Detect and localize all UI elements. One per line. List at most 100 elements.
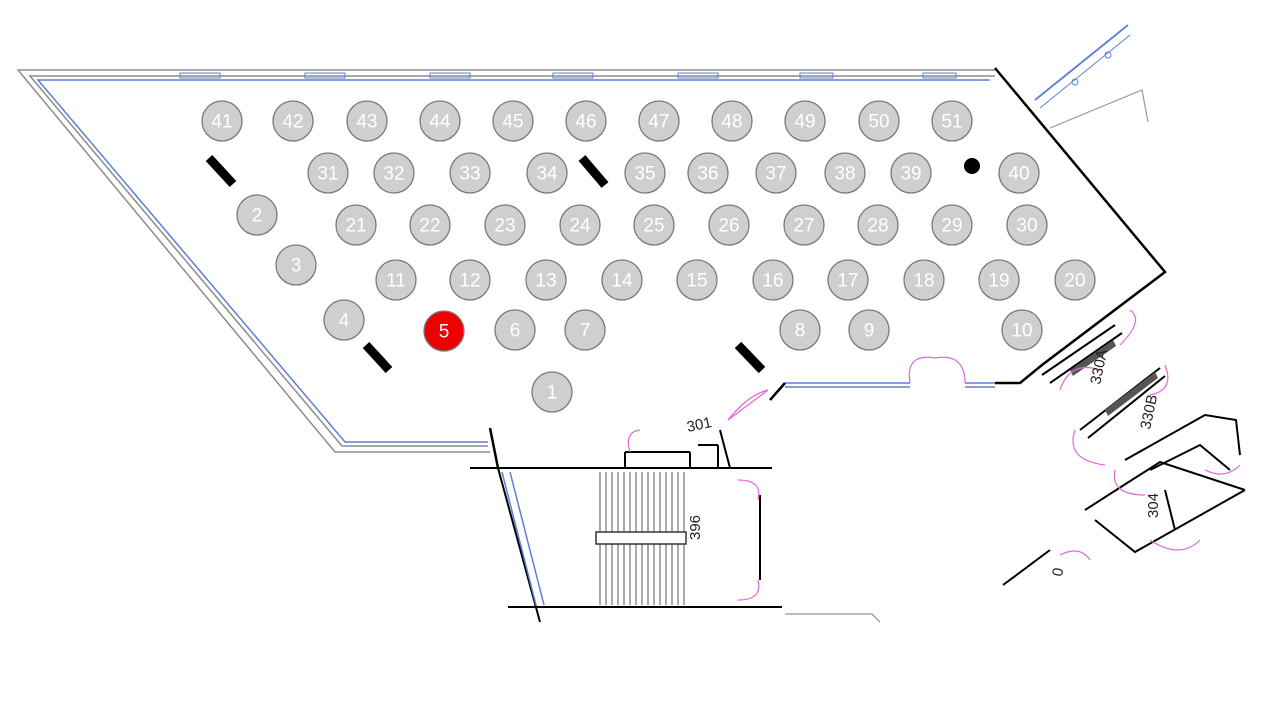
table-circle[interactable] <box>272 100 314 142</box>
table-circle[interactable] <box>494 309 536 351</box>
table-circle[interactable] <box>998 152 1040 194</box>
table-16[interactable]: 16 <box>752 259 794 301</box>
table-41[interactable]: 41 <box>201 100 243 142</box>
table-22[interactable]: 22 <box>409 204 451 246</box>
table-circle[interactable] <box>824 152 866 194</box>
table-1[interactable]: 1 <box>531 371 573 413</box>
table-33[interactable]: 33 <box>449 152 491 194</box>
table-39[interactable]: 39 <box>890 152 932 194</box>
table-circle[interactable] <box>624 152 666 194</box>
table-circle[interactable] <box>559 204 601 246</box>
table-20[interactable]: 20 <box>1054 259 1096 301</box>
table-3[interactable]: 3 <box>275 244 317 286</box>
table-circle[interactable] <box>409 204 451 246</box>
table-24[interactable]: 24 <box>559 204 601 246</box>
table-5-selected[interactable]: 5 <box>423 310 465 352</box>
table-circle[interactable] <box>346 100 388 142</box>
table-circle[interactable] <box>708 204 750 246</box>
table-circle[interactable] <box>201 100 243 142</box>
table-circle[interactable] <box>307 152 349 194</box>
table-14[interactable]: 14 <box>601 259 643 301</box>
table-28[interactable]: 28 <box>857 204 899 246</box>
table-38[interactable]: 38 <box>824 152 866 194</box>
table-11[interactable]: 11 <box>375 259 417 301</box>
table-circle[interactable] <box>419 100 461 142</box>
table-circle[interactable] <box>1001 309 1043 351</box>
table-circle[interactable] <box>565 100 607 142</box>
table-17[interactable]: 17 <box>827 259 869 301</box>
table-circle[interactable] <box>903 259 945 301</box>
table-37[interactable]: 37 <box>755 152 797 194</box>
table-circle[interactable] <box>236 194 278 236</box>
table-4[interactable]: 4 <box>323 299 365 341</box>
table-23[interactable]: 23 <box>484 204 526 246</box>
table-circle[interactable] <box>752 259 794 301</box>
table-44[interactable]: 44 <box>419 100 461 142</box>
table-45[interactable]: 45 <box>492 100 534 142</box>
table-circle[interactable] <box>676 259 718 301</box>
table-46[interactable]: 46 <box>565 100 607 142</box>
table-8[interactable]: 8 <box>779 309 821 351</box>
table-2[interactable]: 2 <box>236 194 278 236</box>
table-27[interactable]: 27 <box>783 204 825 246</box>
table-circle[interactable] <box>526 152 568 194</box>
table-10[interactable]: 10 <box>1001 309 1043 351</box>
table-circle[interactable] <box>848 309 890 351</box>
table-12[interactable]: 12 <box>449 259 491 301</box>
table-51[interactable]: 51 <box>931 100 973 142</box>
table-circle[interactable] <box>711 100 753 142</box>
table-35[interactable]: 35 <box>624 152 666 194</box>
table-circle[interactable] <box>373 152 415 194</box>
table-circle[interactable] <box>525 259 567 301</box>
table-circle[interactable] <box>323 299 365 341</box>
table-32[interactable]: 32 <box>373 152 415 194</box>
table-47[interactable]: 47 <box>638 100 680 142</box>
table-circle[interactable] <box>931 204 973 246</box>
table-21[interactable]: 21 <box>335 204 377 246</box>
table-18[interactable]: 18 <box>903 259 945 301</box>
table-circle[interactable] <box>755 152 797 194</box>
table-circle[interactable] <box>633 204 675 246</box>
table-7[interactable]: 7 <box>564 309 606 351</box>
table-circle[interactable] <box>857 204 899 246</box>
table-circle[interactable] <box>978 259 1020 301</box>
table-43[interactable]: 43 <box>346 100 388 142</box>
table-circle[interactable] <box>827 259 869 301</box>
table-9[interactable]: 9 <box>848 309 890 351</box>
table-15[interactable]: 15 <box>676 259 718 301</box>
table-circle[interactable] <box>531 371 573 413</box>
table-circle[interactable] <box>1054 259 1096 301</box>
table-circle[interactable] <box>784 100 826 142</box>
table-circle[interactable] <box>931 100 973 142</box>
table-circle[interactable] <box>492 100 534 142</box>
table-circle[interactable] <box>564 309 606 351</box>
table-29[interactable]: 29 <box>931 204 973 246</box>
table-48[interactable]: 48 <box>711 100 753 142</box>
table-34[interactable]: 34 <box>526 152 568 194</box>
table-31[interactable]: 31 <box>307 152 349 194</box>
table-circle[interactable] <box>783 204 825 246</box>
table-50[interactable]: 50 <box>858 100 900 142</box>
table-49[interactable]: 49 <box>784 100 826 142</box>
table-26[interactable]: 26 <box>708 204 750 246</box>
table-circle[interactable] <box>601 259 643 301</box>
table-circle[interactable] <box>890 152 932 194</box>
table-40[interactable]: 40 <box>998 152 1040 194</box>
table-25[interactable]: 25 <box>633 204 675 246</box>
table-36[interactable]: 36 <box>687 152 729 194</box>
table-circle[interactable] <box>335 204 377 246</box>
table-circle[interactable] <box>638 100 680 142</box>
table-circle[interactable] <box>375 259 417 301</box>
table-circle[interactable] <box>275 244 317 286</box>
table-circle[interactable] <box>484 204 526 246</box>
table-19[interactable]: 19 <box>978 259 1020 301</box>
table-30[interactable]: 30 <box>1006 204 1048 246</box>
table-circle[interactable] <box>1006 204 1048 246</box>
table-42[interactable]: 42 <box>272 100 314 142</box>
table-circle[interactable] <box>449 152 491 194</box>
table-circle[interactable] <box>449 259 491 301</box>
table-13[interactable]: 13 <box>525 259 567 301</box>
table-6[interactable]: 6 <box>494 309 536 351</box>
table-circle[interactable] <box>858 100 900 142</box>
table-circle[interactable] <box>423 310 465 352</box>
